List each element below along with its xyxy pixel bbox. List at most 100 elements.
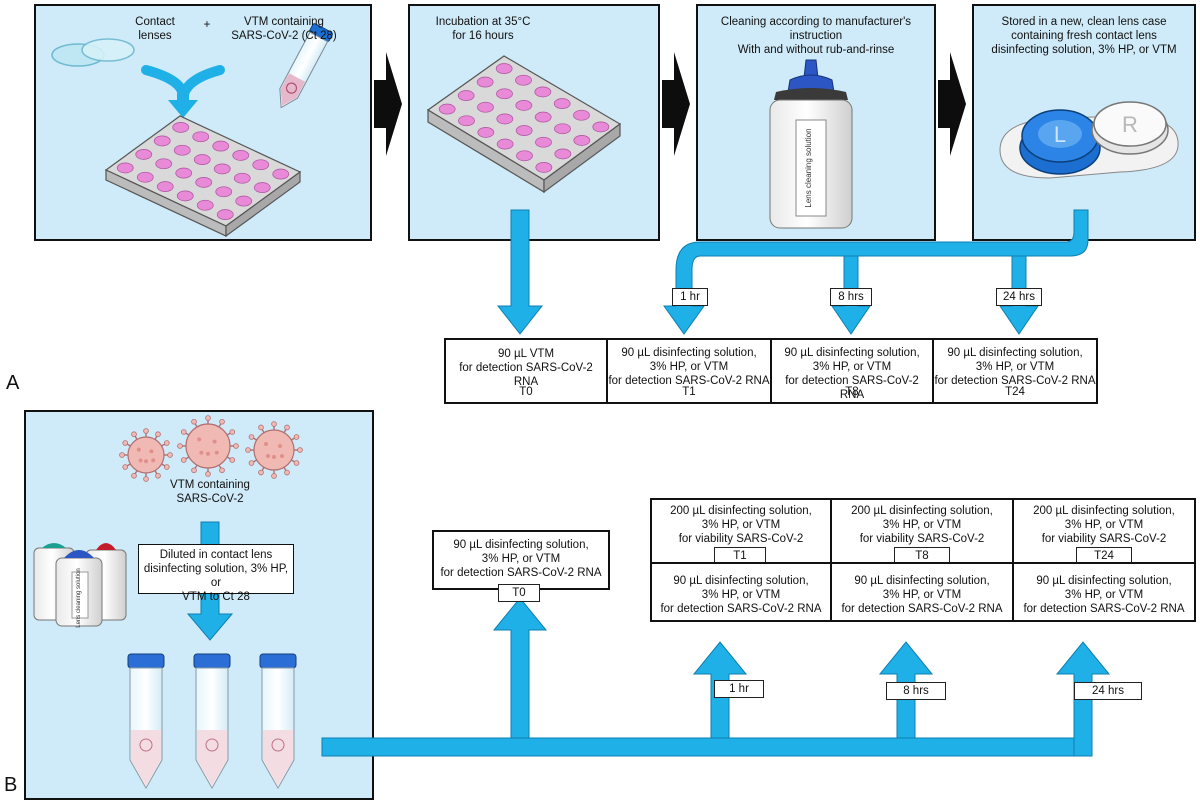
bottle-label-a: Lens cleaning solution xyxy=(804,128,813,207)
well xyxy=(573,135,591,146)
well xyxy=(535,136,552,148)
well xyxy=(515,125,533,136)
well xyxy=(496,138,514,150)
well xyxy=(233,172,251,184)
well-plate-icon xyxy=(104,115,302,238)
plus-caption: + xyxy=(203,19,211,31)
well xyxy=(272,168,290,180)
well xyxy=(116,162,134,174)
time-tag-a-8hrs: 8 hrs xyxy=(830,288,872,306)
well xyxy=(136,171,154,183)
virus-icon xyxy=(119,428,173,482)
sample-label-b-t0: T0 xyxy=(498,584,540,602)
well xyxy=(554,123,571,135)
sample-box-a-t0: 90 µL VTM for detection SARS-CoV-2 RNA T… xyxy=(444,338,608,404)
falcon-tube xyxy=(193,653,231,790)
falcon-tube xyxy=(127,653,165,790)
detection-box-t8: 90 µL disinfecting solution, 3% HP, or V… xyxy=(830,562,1014,622)
well xyxy=(193,154,211,165)
bottle-label-b: Lens cleaning solution xyxy=(76,568,82,627)
lenses-caption: Contact lenses xyxy=(135,16,175,42)
falcon-tubes-icon xyxy=(127,653,297,790)
well xyxy=(195,177,213,188)
well xyxy=(553,98,571,109)
sample-label-t8: T8 xyxy=(845,386,859,398)
virus-icons xyxy=(119,415,303,482)
well xyxy=(477,127,495,138)
lens-case-icon: L R xyxy=(999,101,1179,179)
well xyxy=(476,76,494,88)
virus-icon xyxy=(245,421,303,479)
well xyxy=(495,63,513,74)
sample-box-a-t24: 90 µL disinfecting solution, 3% HP, or V… xyxy=(932,338,1098,404)
falcon-tube xyxy=(259,653,297,790)
time-tag-b-24hrs: 24 hrs xyxy=(1074,682,1142,700)
well xyxy=(253,182,271,193)
well xyxy=(135,149,153,160)
detection-box-t1: 90 µL disinfecting solution, 3% HP, or V… xyxy=(650,562,832,622)
incubation-caption: Incubation at 35°C for 16 hours xyxy=(435,16,531,42)
well xyxy=(515,100,533,111)
sample-label-t0: T0 xyxy=(519,386,533,398)
well xyxy=(516,150,533,162)
well xyxy=(477,101,494,113)
merge-arrow-icon xyxy=(141,65,225,118)
well xyxy=(534,111,552,123)
label-b-t1: T1 xyxy=(714,547,766,565)
well xyxy=(173,144,191,156)
vtm-tube-icon xyxy=(279,23,333,109)
label-b-t24: T24 xyxy=(1076,547,1132,565)
case-left-letter: L xyxy=(1054,122,1066,147)
well xyxy=(515,74,532,86)
time-tag-a-1hr: 1 hr xyxy=(672,288,708,306)
sample-label-t1: T1 xyxy=(682,386,696,398)
well xyxy=(156,181,174,192)
vtm-caption-b: VTM containing SARS-CoV-2 xyxy=(170,479,250,505)
well xyxy=(172,122,190,133)
well xyxy=(252,159,270,171)
well xyxy=(232,150,250,161)
well xyxy=(176,190,194,202)
diluted-box: Diluted in contact lens disinfecting sol… xyxy=(138,544,294,603)
panel-letter-b: B xyxy=(4,774,18,796)
well xyxy=(438,103,456,115)
well xyxy=(153,135,171,147)
time-tag-b-8hrs: 8 hrs xyxy=(886,682,946,700)
process-arrow-1 xyxy=(374,52,402,156)
panel-letter-a: A xyxy=(6,372,20,394)
well xyxy=(458,115,475,127)
well xyxy=(213,163,231,175)
well xyxy=(196,199,214,211)
cleaning-bottle-icon: Lens cleaning solution xyxy=(769,59,853,229)
well xyxy=(155,158,173,170)
sample-label-t24: T24 xyxy=(1005,386,1025,398)
well xyxy=(175,167,193,179)
virus-icon xyxy=(177,415,239,477)
time-tag-b-1hr: 1 hr xyxy=(714,680,764,698)
sample-box-b-t0: 90 µL disinfecting solution, 3% HP, or V… xyxy=(432,530,610,590)
flow-arrow-storage xyxy=(663,209,1089,335)
well xyxy=(534,86,552,98)
well xyxy=(496,113,514,125)
incubation-plate-icon xyxy=(426,55,622,194)
well xyxy=(235,195,253,207)
case-right-letter: R xyxy=(1122,112,1138,137)
well xyxy=(496,88,513,100)
label-b-t8: T8 xyxy=(894,547,950,565)
storage-caption: Stored in a new, clean lens case contain… xyxy=(991,16,1177,56)
sample-box-a-t1: 90 µL disinfecting solution, 3% HP, or V… xyxy=(606,338,772,404)
flow-arrow-t0 xyxy=(496,209,544,335)
well xyxy=(215,186,233,198)
cleaning-caption: Cleaning according to manufacturer's ins… xyxy=(720,16,912,56)
time-tag-a-24hrs: 24 hrs xyxy=(996,288,1042,306)
vtm-caption-a: VTM containing SARS-CoV-2 (Ct 28) xyxy=(231,16,337,42)
process-arrow-3 xyxy=(938,52,966,156)
process-arrow-2 xyxy=(662,52,690,156)
solution-bottles-icon: Lens cleaning solution xyxy=(33,543,127,628)
well xyxy=(554,148,572,160)
well xyxy=(216,209,234,220)
well xyxy=(457,90,475,101)
well xyxy=(192,131,210,143)
detection-box-t24: 90 µL disinfecting solution, 3% HP, or V… xyxy=(1012,562,1196,622)
